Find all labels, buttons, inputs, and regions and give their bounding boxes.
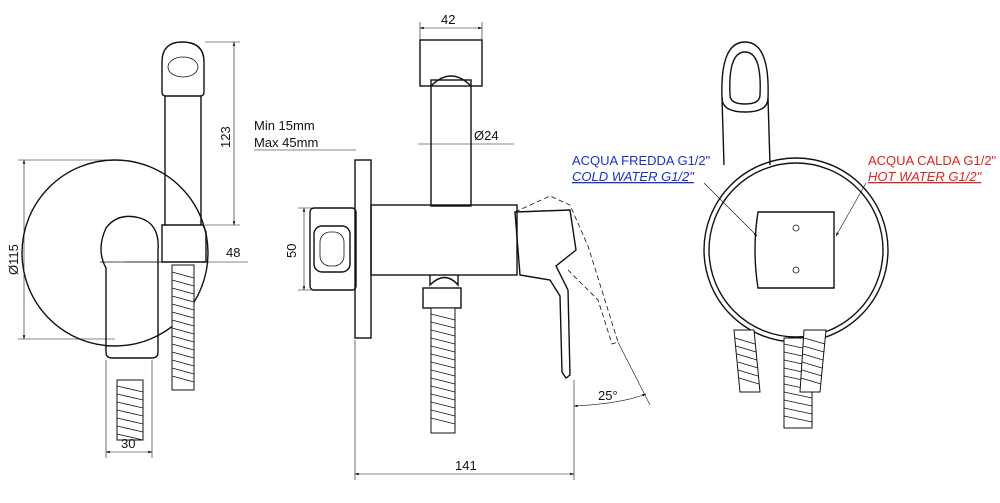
note-hot-en: HOT WATER G1/2" [868, 169, 983, 184]
center-body [754, 211, 835, 289]
dim-123: 123 [218, 126, 233, 148]
dim-diameter-24: Ø24 [474, 128, 499, 143]
front-view: 123 Ø115 48 30 [6, 41, 248, 458]
dim-diameter-115: Ø115 [6, 244, 21, 275]
hose-back-right [799, 329, 827, 393]
note-hot-it: ACQUA CALDA G1/2" [868, 153, 997, 168]
outlet-nut [422, 287, 462, 309]
side-view: 42 Ø24 Min 15mm Max 45mm 50 141 25° [254, 12, 651, 480]
outlet-nut-top [429, 275, 459, 287]
spray-nozzles [167, 56, 199, 78]
inlet-port [313, 225, 351, 273]
dim-angle-25: 25° [598, 388, 618, 403]
inlet-block [309, 207, 357, 291]
spray-head [161, 41, 205, 97]
dim-line-25 [573, 393, 647, 408]
bracket-cradle [430, 75, 472, 87]
hose-side [430, 307, 456, 434]
note-cold-it: ACQUA FREDDA G1/2" [572, 153, 711, 168]
dim-50: 50 [284, 244, 299, 258]
lever-side [514, 209, 577, 380]
dim-48: 48 [226, 245, 240, 260]
note-cold-en: COLD WATER G1/2" [572, 169, 695, 184]
top-bracket [419, 39, 483, 87]
spray-bracket [161, 224, 207, 263]
leader-cold [703, 182, 758, 237]
hose-left [116, 379, 144, 441]
spray-back [721, 41, 769, 113]
dim-30: 30 [121, 436, 135, 451]
ext-30 [105, 360, 153, 458]
install-min: Min 15mm [254, 118, 315, 133]
install-max: Max 45mm [254, 135, 318, 150]
lever-rotated [514, 195, 619, 345]
hose-spray [171, 264, 195, 391]
spray-handle-back [721, 97, 771, 166]
valve-body [370, 204, 518, 276]
back-view: ACQUA FREDDA G1/2" COLD WATER G1/2" ACQU… [572, 41, 997, 429]
plate-back [703, 157, 889, 343]
ext-115 [18, 159, 115, 340]
dim-141: 141 [455, 458, 477, 473]
spray-handle [164, 96, 202, 225]
dim-42: 42 [441, 12, 455, 27]
hose-back-left [733, 329, 761, 393]
plate-side [354, 159, 372, 339]
lever-handle [100, 215, 159, 359]
vertical-pipe [430, 79, 472, 207]
leader-hot [835, 182, 867, 237]
